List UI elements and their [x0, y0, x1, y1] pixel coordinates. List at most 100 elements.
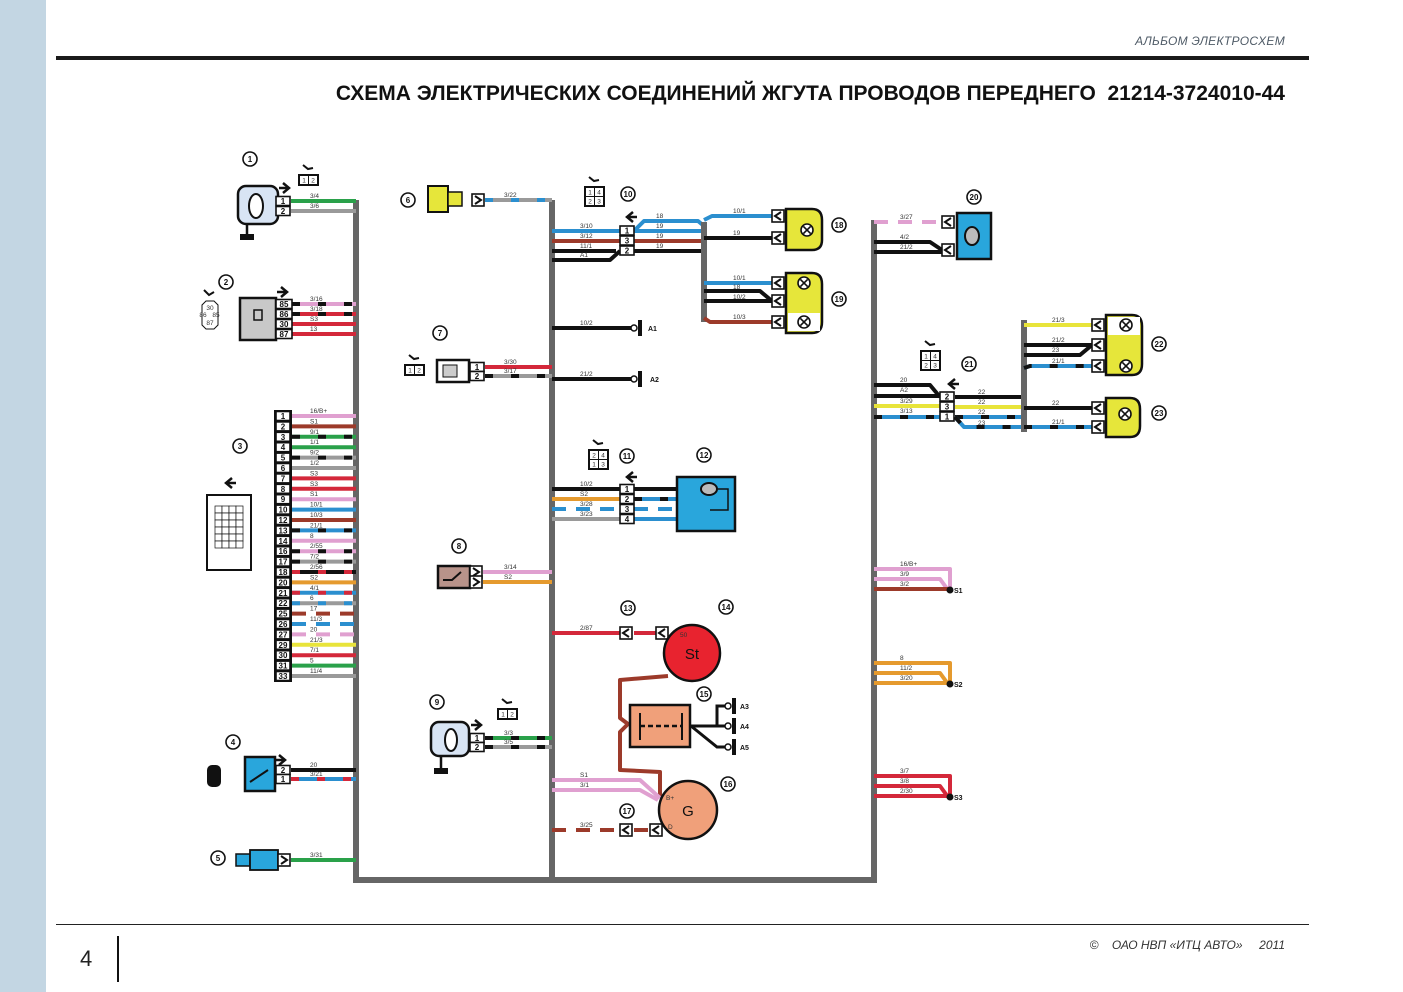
pin-label: 10	[279, 506, 288, 515]
pin-label: 2	[475, 372, 480, 381]
component-number-15: 15	[696, 686, 712, 702]
ground-label: A1	[648, 326, 657, 333]
wire-label: 10/2	[580, 481, 593, 488]
wire-label: 3/28	[580, 501, 593, 508]
component-number-text: 15	[700, 690, 709, 699]
pin-box	[275, 618, 291, 630]
pin-29: 29	[275, 639, 291, 651]
wire-base	[874, 784, 950, 799]
wire-label: 10/1	[310, 502, 323, 509]
wire-stripe	[1023, 364, 1092, 370]
terminal-chevron	[621, 628, 630, 638]
pin-box	[275, 545, 291, 557]
pin-label: 1	[945, 413, 950, 422]
pin-box	[275, 421, 291, 432]
pin-label: 85	[280, 300, 289, 309]
terminal-plug	[1091, 401, 1105, 415]
wire-label: 11/4	[310, 668, 323, 675]
pin-3: 3	[275, 431, 291, 443]
terminal-plug	[941, 215, 955, 229]
pin-16: 16	[275, 545, 291, 557]
pin-3: 3	[939, 401, 955, 412]
terminal-chevron	[1093, 422, 1102, 432]
controller-pin-cell	[228, 533, 237, 542]
wire-label: 20	[310, 626, 318, 633]
terminal-plug	[1091, 359, 1105, 373]
pin-label: 2	[625, 495, 630, 504]
component-number-17: 17	[619, 803, 635, 819]
pin-label: 17	[279, 558, 288, 567]
wire-label: 11/1	[580, 243, 593, 250]
pinout-cell	[599, 460, 607, 468]
wire-label: 18	[656, 213, 664, 220]
generator-body	[657, 779, 719, 841]
terminal-chevron	[621, 825, 630, 835]
wire-label: 9/2	[310, 450, 319, 457]
pinout-cell	[406, 366, 414, 374]
pin-2: 2	[469, 741, 485, 753]
pin-box	[939, 401, 955, 412]
terminal-plug	[649, 823, 663, 837]
footer-copyright: © ОАО НВП «ИТЦ АВТО» 2011	[1089, 938, 1285, 952]
wire-label: 22	[978, 409, 986, 416]
pinout-cell	[300, 176, 308, 184]
mount-foot	[434, 768, 448, 774]
pin-2: 2	[939, 391, 955, 402]
wire-base	[874, 240, 944, 252]
pin-label: 1	[625, 227, 630, 236]
pin-label: 2	[281, 207, 286, 216]
pin-label: 27	[279, 630, 288, 639]
page-number-divider	[117, 936, 119, 982]
pin-label: 29	[279, 641, 288, 650]
pin-box	[275, 773, 291, 785]
wire-label: 3/16	[310, 296, 323, 303]
pin-box	[619, 245, 635, 256]
wire-label: A2	[900, 387, 908, 394]
pin-box	[275, 504, 291, 515]
wire-label: 18	[733, 284, 741, 291]
wire-label: 11/2	[900, 665, 913, 672]
wire-label: 16/B+	[310, 408, 327, 415]
component-number-2: 2	[218, 274, 234, 290]
pin-3: 3	[619, 235, 635, 246]
component-number-text: 22	[1155, 340, 1164, 349]
lamp-icon	[1118, 407, 1132, 421]
wire-base	[703, 214, 772, 222]
wire-3/1	[552, 788, 659, 802]
pin-label: 9	[281, 495, 286, 504]
component-number-text: 8	[457, 542, 462, 551]
component-number-text: 21	[965, 360, 974, 369]
number-circle	[961, 356, 977, 372]
terminal-plug	[619, 626, 633, 640]
controller-pin-cell	[214, 505, 223, 514]
pin-box	[275, 452, 291, 463]
terminal-chevron	[1093, 361, 1102, 371]
pin-27: 27	[275, 629, 291, 640]
wire-label: 4/1	[310, 585, 319, 592]
pin-label: 2	[945, 393, 950, 402]
controller-pin-cell	[235, 526, 244, 535]
wire-label: 3/1	[580, 782, 589, 789]
wire-label: 3/3	[504, 730, 513, 737]
wire-label: 21/2	[900, 244, 913, 251]
wire-S1	[552, 778, 662, 800]
latch-icon	[588, 176, 600, 183]
component-number-text: 23	[1155, 409, 1164, 418]
number-circle	[966, 189, 982, 205]
number-circle	[218, 274, 234, 290]
wire-base	[1024, 343, 1094, 357]
pin-box	[619, 225, 635, 236]
starter-symbol: St	[685, 646, 700, 663]
pin-5: 5	[275, 452, 291, 463]
pinout-cell	[415, 366, 423, 374]
number-circle	[400, 192, 416, 208]
pin-box	[275, 639, 291, 651]
pin-box	[275, 298, 293, 310]
number-circle	[619, 448, 635, 464]
ground-label: A2	[650, 377, 659, 384]
pin-label: 1	[281, 197, 286, 206]
pin-box	[469, 370, 485, 382]
